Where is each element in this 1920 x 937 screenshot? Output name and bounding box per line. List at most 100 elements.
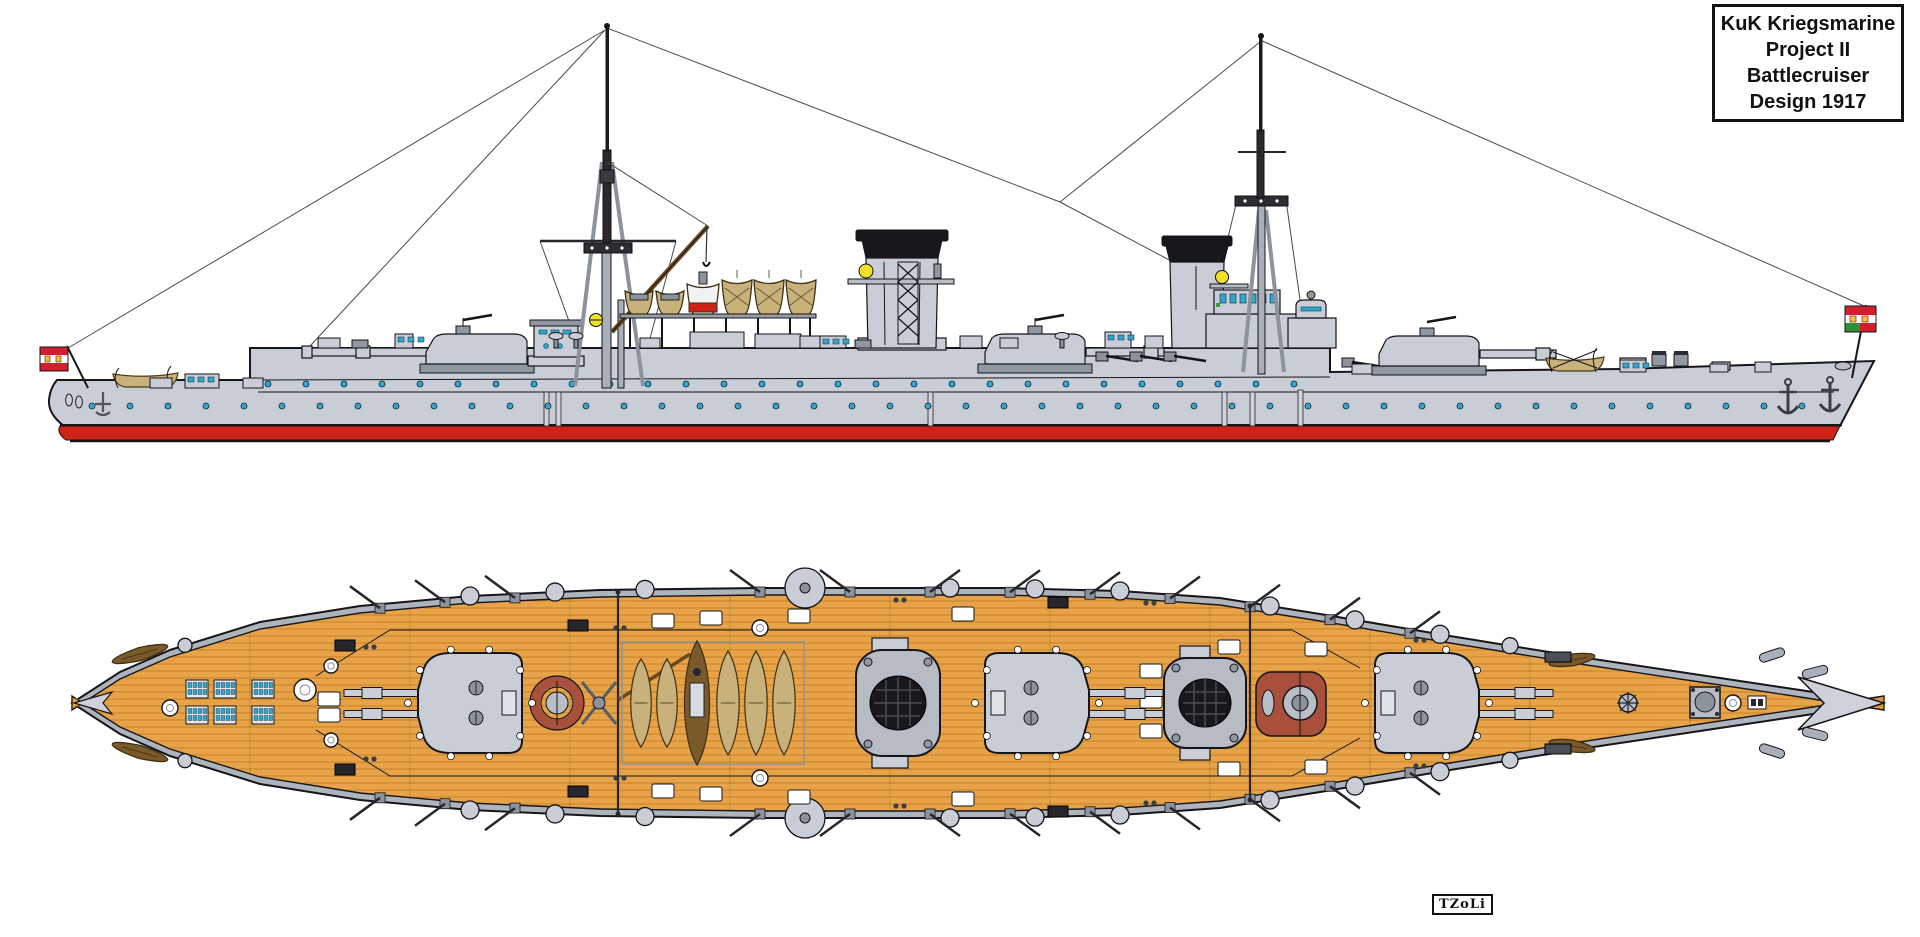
hatch bbox=[651, 783, 675, 799]
ensign-staff bbox=[66, 345, 89, 389]
capstan-ring bbox=[755, 623, 765, 633]
stern-anchor-ornament bbox=[95, 392, 111, 417]
stowed-anchor bbox=[1758, 647, 1786, 663]
lattice-frame bbox=[897, 261, 919, 345]
porthole bbox=[1176, 380, 1184, 388]
porthole bbox=[1456, 402, 1464, 410]
edge-platform bbox=[177, 637, 193, 653]
porthole bbox=[582, 402, 590, 410]
deckhouse bbox=[754, 333, 802, 349]
skylight-pane bbox=[253, 715, 258, 721]
hatch bbox=[1304, 759, 1328, 775]
launch-red-bottom bbox=[688, 302, 718, 313]
window bbox=[417, 336, 425, 343]
deck-dot bbox=[1442, 645, 1451, 654]
boat-plan bbox=[744, 649, 768, 757]
skid-beam bbox=[619, 313, 817, 319]
deck-box bbox=[351, 339, 369, 349]
porthole bbox=[810, 402, 818, 410]
porthole bbox=[886, 402, 894, 410]
deck-box bbox=[639, 337, 661, 349]
gun-barrel bbox=[343, 710, 423, 718]
capstan-ring bbox=[1728, 698, 1738, 708]
skylight-pane bbox=[258, 708, 263, 714]
funnel-1 bbox=[847, 229, 955, 351]
bollard bbox=[1143, 600, 1149, 606]
davit bbox=[1548, 347, 1598, 373]
starboard-light bbox=[1216, 303, 1220, 307]
porthole bbox=[872, 380, 880, 388]
hatch bbox=[699, 786, 723, 802]
rigging-wire bbox=[606, 27, 1061, 203]
deck-dot bbox=[982, 732, 991, 740]
detail bbox=[1776, 405, 1800, 415]
boat-plan bbox=[656, 657, 678, 749]
hatch-dark bbox=[334, 763, 356, 776]
bow-anchors bbox=[1776, 376, 1842, 415]
window bbox=[1229, 293, 1237, 304]
porthole bbox=[430, 402, 438, 410]
barrel-sleeve bbox=[361, 687, 383, 699]
porthole bbox=[1722, 402, 1730, 410]
ship-boats-plan bbox=[111, 639, 1596, 767]
secondary-gun bbox=[1409, 771, 1441, 796]
bow-jack-flag bbox=[1844, 305, 1877, 333]
winch bbox=[1544, 743, 1572, 755]
secondary-gun bbox=[1169, 575, 1201, 600]
hatch bbox=[651, 613, 675, 629]
skylight-pane bbox=[202, 689, 207, 695]
drain-pipe bbox=[555, 391, 562, 427]
hatch-dark bbox=[567, 785, 589, 798]
capstan bbox=[161, 699, 179, 717]
deck-dot bbox=[971, 699, 979, 707]
skylight-pane bbox=[197, 715, 202, 721]
conning-tower bbox=[527, 319, 585, 367]
skylight-pane bbox=[225, 682, 230, 688]
capstan-ring bbox=[299, 684, 311, 696]
hatch bbox=[1217, 761, 1241, 777]
skylight-pane bbox=[263, 682, 268, 688]
deck-box bbox=[149, 377, 173, 389]
skylight-pane bbox=[187, 708, 192, 714]
deck-dot bbox=[528, 699, 536, 707]
secondary-gun bbox=[1009, 812, 1041, 837]
hatch bbox=[951, 791, 975, 807]
edge-platform bbox=[1025, 807, 1045, 827]
deck-dot bbox=[1442, 752, 1451, 761]
porthole bbox=[316, 402, 324, 410]
capstan bbox=[751, 619, 769, 637]
skylight-pane bbox=[202, 682, 207, 688]
porthole bbox=[1494, 402, 1502, 410]
deck-dot bbox=[415, 732, 424, 740]
porthole bbox=[682, 380, 690, 388]
edge-platform bbox=[940, 808, 960, 828]
deck-box bbox=[1709, 363, 1729, 373]
rigging-wire bbox=[67, 29, 606, 349]
secondary-gun bbox=[819, 568, 851, 594]
searchlight bbox=[858, 263, 874, 279]
window bbox=[197, 376, 205, 383]
secondary-gun bbox=[1409, 610, 1441, 635]
skylight-pane bbox=[187, 689, 192, 695]
capstan bbox=[1694, 691, 1716, 713]
searchlight bbox=[1215, 270, 1229, 284]
anchor-icon bbox=[1776, 378, 1800, 415]
skylight-pane bbox=[258, 715, 263, 721]
window bbox=[1239, 293, 1247, 304]
bollard bbox=[371, 644, 377, 650]
porthole bbox=[1290, 380, 1298, 388]
bollard bbox=[893, 597, 899, 603]
deck-dot bbox=[485, 752, 494, 761]
stern-hawse bbox=[75, 395, 83, 409]
hatch bbox=[699, 610, 723, 626]
rigging-wire bbox=[1259, 39, 1865, 307]
window bbox=[822, 338, 830, 345]
title-line-2: Project II bbox=[1765, 39, 1851, 61]
detail bbox=[1784, 378, 1792, 386]
deck-dot bbox=[1372, 666, 1381, 674]
secondary-gun bbox=[1249, 798, 1281, 823]
porthole bbox=[1570, 402, 1578, 410]
skylight-pane bbox=[258, 682, 263, 688]
porthole bbox=[378, 380, 386, 388]
porthole bbox=[1000, 402, 1008, 410]
